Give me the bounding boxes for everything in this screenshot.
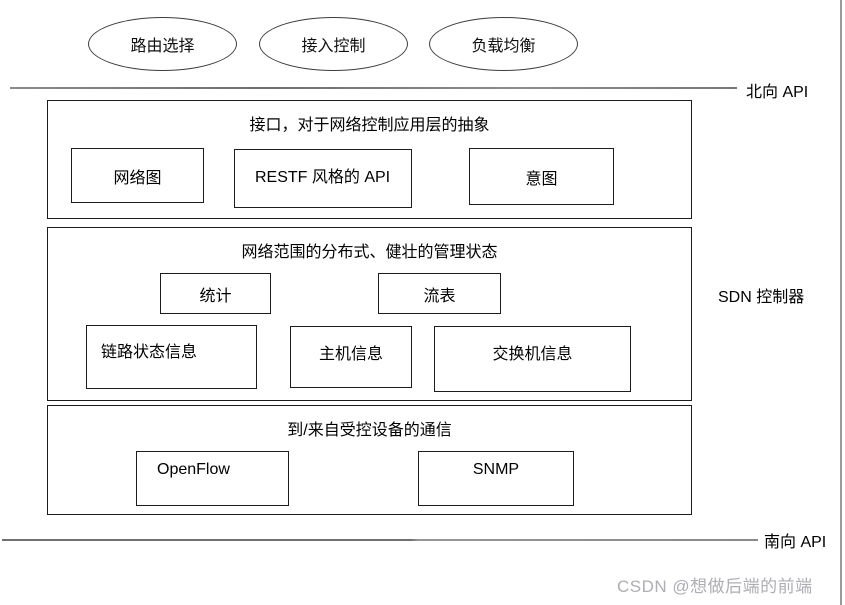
box-switch-info: 交换机信息: [434, 326, 631, 392]
communication-section-title: 到/来自受控设备的通信: [287, 422, 452, 439]
app-ellipse-routing: 路由选择: [88, 17, 237, 71]
controller-interface-section: 接口，对于网络控制应用层的抽象 网络图 RESTF 风格的 API 意图: [47, 100, 692, 219]
box-intent-label: 意图: [525, 170, 558, 188]
box-flow-table-label: 流表: [423, 287, 456, 305]
box-intent: 意图: [469, 148, 614, 205]
box-host-info-label: 主机信息: [318, 346, 383, 363]
southbound-api-label: 南向 API: [764, 534, 827, 551]
interface-section-title: 接口，对于网络控制应用层的抽象: [249, 117, 490, 134]
northbound-api-line: [10, 87, 737, 89]
window-right-edge: [840, 0, 842, 605]
box-switch-info-label: 交换机信息: [492, 346, 573, 363]
box-network-map-label: 网络图: [113, 169, 162, 187]
app-ellipse-access-control: 接入控制: [259, 17, 408, 71]
app-ellipse-routing-label: 路由选择: [130, 38, 195, 55]
state-section-title: 网络范围的分布式、健壮的管理状态: [241, 244, 498, 261]
box-restful-api-label: RESTF 风格的 API: [255, 169, 391, 186]
controller-state-section: 网络范围的分布式、健壮的管理状态 统计 流表 链路状态信息 主机信息 交换机信息: [47, 227, 692, 401]
controller-communication-section: 到/来自受控设备的通信 OpenFlow SNMP: [47, 405, 692, 515]
box-snmp-label: SNMP: [472, 461, 520, 478]
app-ellipse-load-balancing: 负载均衡: [429, 17, 578, 71]
box-snmp: SNMP: [418, 451, 574, 506]
southbound-api-line: [2, 539, 758, 541]
box-restful-api: RESTF 风格的 API: [234, 149, 412, 208]
box-statistics: 统计: [160, 273, 271, 314]
csdn-watermark: CSDN @想做后端的前端: [617, 577, 813, 596]
box-link-state-info-label: 链路状态信息: [101, 344, 198, 361]
app-ellipse-load-balancing-label: 负载均衡: [471, 38, 536, 55]
box-link-state-info: 链路状态信息: [86, 325, 257, 389]
app-ellipse-access-control-label: 接入控制: [301, 38, 366, 55]
box-openflow: OpenFlow: [136, 451, 289, 506]
box-openflow-label: OpenFlow: [157, 461, 230, 478]
sdn-controller-label: SDN 控制器: [718, 289, 805, 306]
box-flow-table: 流表: [378, 273, 501, 314]
box-host-info: 主机信息: [290, 326, 412, 388]
box-network-map: 网络图: [71, 148, 204, 203]
northbound-api-label: 北向 API: [746, 84, 809, 101]
box-statistics-label: 统计: [199, 287, 232, 305]
